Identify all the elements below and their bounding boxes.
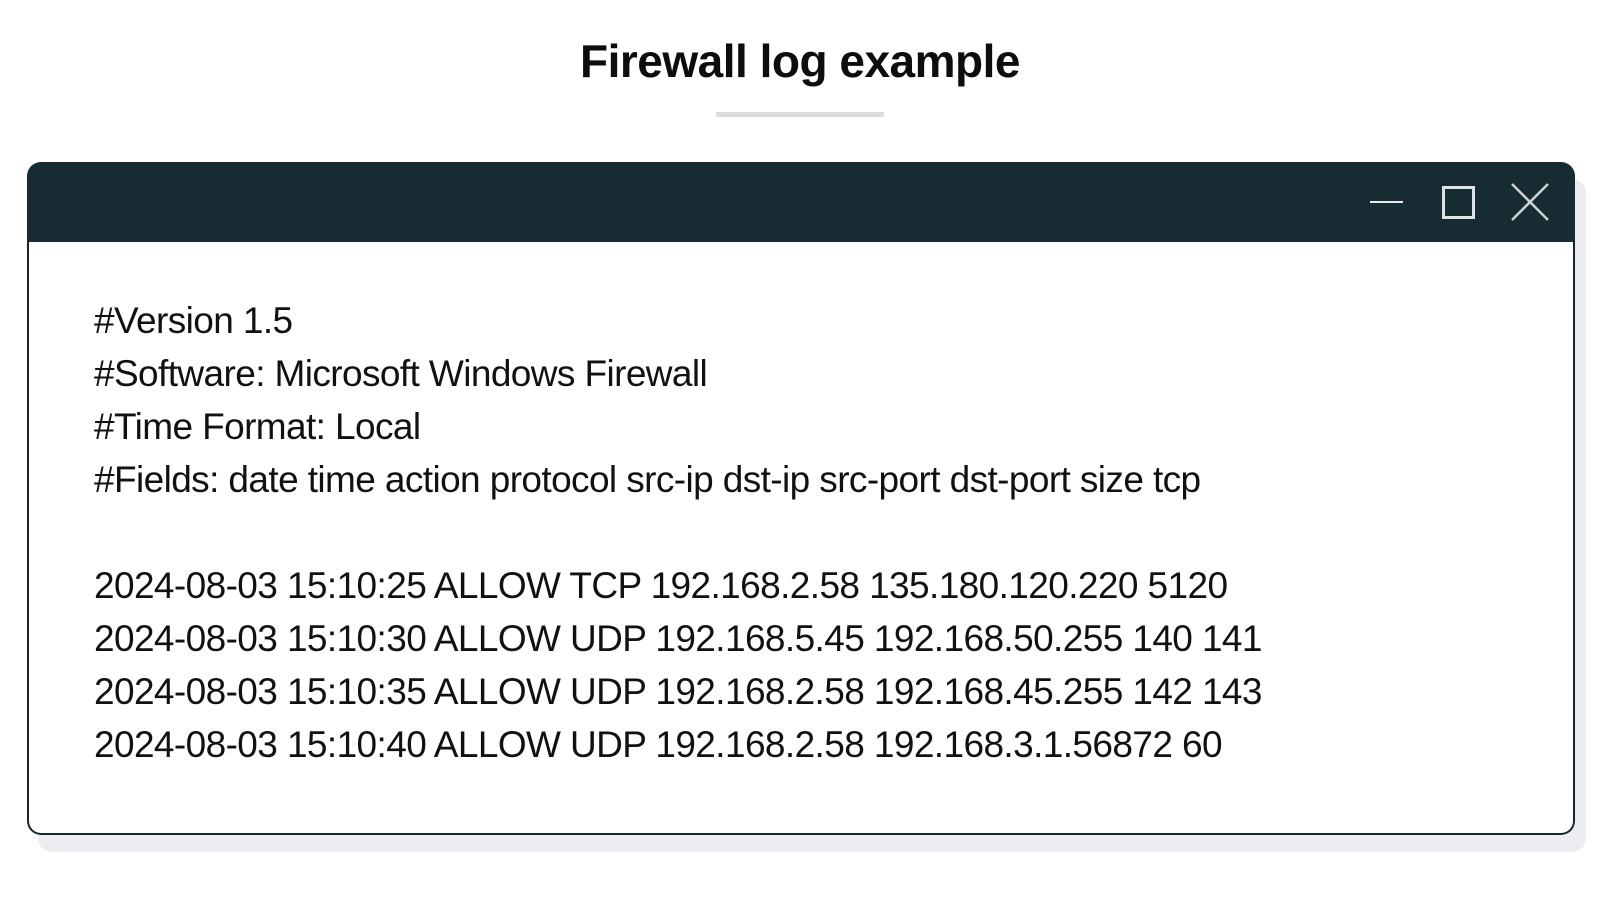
maximize-button[interactable] <box>1439 183 1477 221</box>
log-header-line: #Software: Microsoft Windows Firewall <box>94 353 708 394</box>
title-divider <box>716 112 884 117</box>
firewall-log-window: #Version 1.5 #Software: Microsoft Window… <box>27 162 1575 835</box>
log-header-line: #Version 1.5 <box>94 300 293 341</box>
log-entry: 2024-08-03 15:10:25 ALLOW TCP 192.168.2.… <box>94 565 1228 606</box>
close-button[interactable] <box>1511 183 1549 221</box>
log-entry: 2024-08-03 15:10:40 ALLOW UDP 192.168.2.… <box>94 724 1223 765</box>
page-title: Firewall log example <box>580 35 1020 87</box>
close-icon <box>1511 183 1549 221</box>
maximize-icon <box>1441 185 1475 219</box>
log-entry: 2024-08-03 15:10:35 ALLOW UDP 192.168.2.… <box>94 671 1263 712</box>
minimize-icon <box>1369 201 1403 203</box>
log-header-line: #Fields: date time action protocol src-i… <box>94 459 1201 500</box>
log-header-line: #Time Format: Local <box>94 406 421 447</box>
log-content-area: #Version 1.5 #Software: Microsoft Window… <box>27 242 1575 835</box>
minimize-button[interactable] <box>1367 183 1405 221</box>
window-titlebar <box>27 162 1575 242</box>
log-blank-line <box>94 506 1533 559</box>
log-entry: 2024-08-03 15:10:30 ALLOW UDP 192.168.5.… <box>94 618 1263 659</box>
